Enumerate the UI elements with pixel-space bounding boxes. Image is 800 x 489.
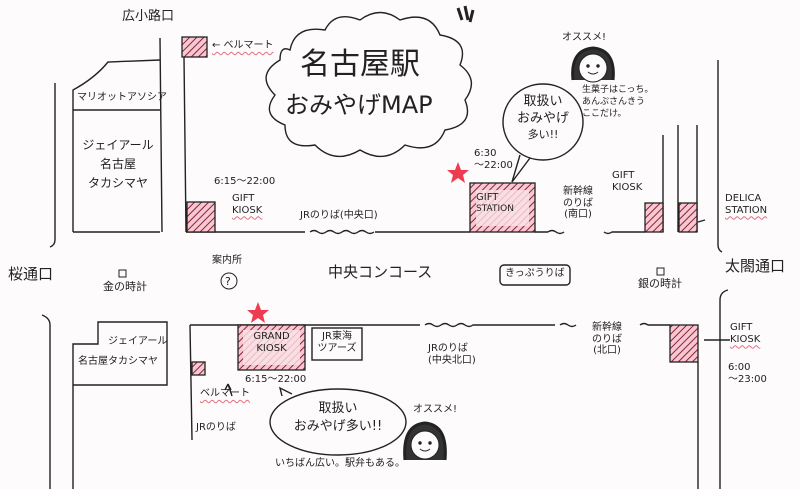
bottom-recommend-label: オススメ! <box>413 404 458 415</box>
gift-kiosk-left-hours: 6:15～22:00 <box>214 176 276 187</box>
grand-kiosk-hours: 6:15～22:00 <box>245 374 307 385</box>
shop-delica-station <box>678 202 698 233</box>
girl-face-icon <box>403 421 447 461</box>
grand-kiosk-name: GRAND KIOSK <box>253 331 290 354</box>
info-center-label: 案内所 <box>212 255 242 266</box>
marriott-label: マリオットアソシア <box>77 92 167 103</box>
shinkansen-south-label: 新幹線 のりば (南口) <box>563 186 593 220</box>
exit-sakuradori: 桜通口 <box>8 265 54 283</box>
shop-gift-kiosk-east <box>669 324 699 363</box>
takashimaya-bottom-label2: 名古屋タカシマヤ <box>78 356 158 367</box>
takashimaya-top-label: ジェイアール 名古屋 タカシマヤ <box>82 138 154 191</box>
exit-hirokoji: 広小路口 <box>122 9 175 24</box>
shop-gift-kiosk-left <box>186 201 216 233</box>
gift-station-hours: 6:30 ～22:00 <box>474 148 513 171</box>
jr-platform-label: JRのりば <box>196 422 236 433</box>
top-recommend-label: オススメ! <box>562 32 607 43</box>
svg-text:?: ? <box>225 275 231 288</box>
girl-face-icon <box>571 46 615 83</box>
central-concourse-label: 中央コンコース <box>328 263 433 281</box>
shop-bellmart-bottom <box>191 361 206 376</box>
question-mark-icon <box>220 272 238 290</box>
shinkansen-north-label: 新幹線 のりば (北口) <box>592 322 622 356</box>
star-icon <box>247 302 269 323</box>
clock-icon <box>118 269 127 278</box>
takashimaya-bottom-label1: ジェイアール <box>108 336 168 347</box>
ticket-office-label: きっぷうりば <box>505 268 565 279</box>
shop-bellmart-top <box>181 36 208 58</box>
clock-icon <box>656 267 665 276</box>
shop-gift-kiosk-right <box>644 202 664 233</box>
gift-kiosk-east-name: GIFT KIOSK <box>730 322 761 345</box>
gift-station-name: GIFT STATION <box>476 192 514 214</box>
exit-taikodori: 太閤通口 <box>725 257 786 275</box>
gift-kiosk-east-hours: 6:00 ～23:00 <box>728 362 767 385</box>
gold-clock-label: 金の時計 <box>103 280 147 293</box>
map-title-line1: 名古屋駅 <box>300 47 420 82</box>
silver-clock-label: 銀の時計 <box>638 277 682 290</box>
jr-central-north-label: JRのりば (中央北口) <box>428 343 476 366</box>
gift-kiosk-left-name: GIFT KIOSK <box>232 193 263 216</box>
delica-station-name: DELICA STATION <box>725 193 768 216</box>
gift-kiosk-right-name: GIFT KIOSK <box>612 170 643 193</box>
jr-tours-label: JR東海 ツアーズ <box>317 331 357 354</box>
bottom-note: いちばん広い。駅弁もある。 <box>275 458 405 469</box>
bottom-speech-bubble-text: 取扱い おみやげ多い!! <box>293 401 383 435</box>
bellmart-top-label: ← ベルマート <box>212 40 274 51</box>
top-note: 生菓子はこっち。 あんぷさんきう ここだけ。 <box>582 85 654 120</box>
map-title-line2: おみやげMAP <box>285 91 433 119</box>
top-speech-bubble-text: 取扱い おみやげ 多い!! <box>516 94 569 141</box>
bellmart-bottom-label: ベルマート <box>200 388 250 399</box>
jr-central-platform-label: JRのりば(中央口) <box>300 210 378 221</box>
star-icon <box>447 162 469 183</box>
